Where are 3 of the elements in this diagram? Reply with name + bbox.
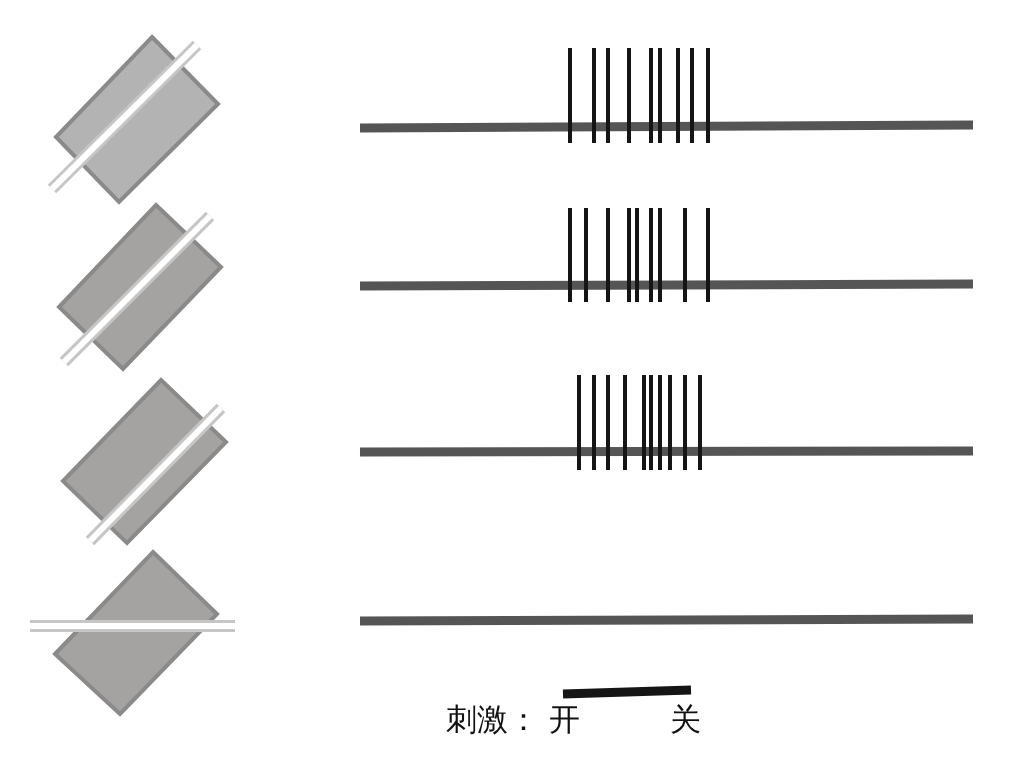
- stimulus-label: 刺激：: [446, 704, 539, 735]
- stimulus-label: 关: [670, 704, 701, 735]
- stimulus-label: 开: [549, 704, 580, 735]
